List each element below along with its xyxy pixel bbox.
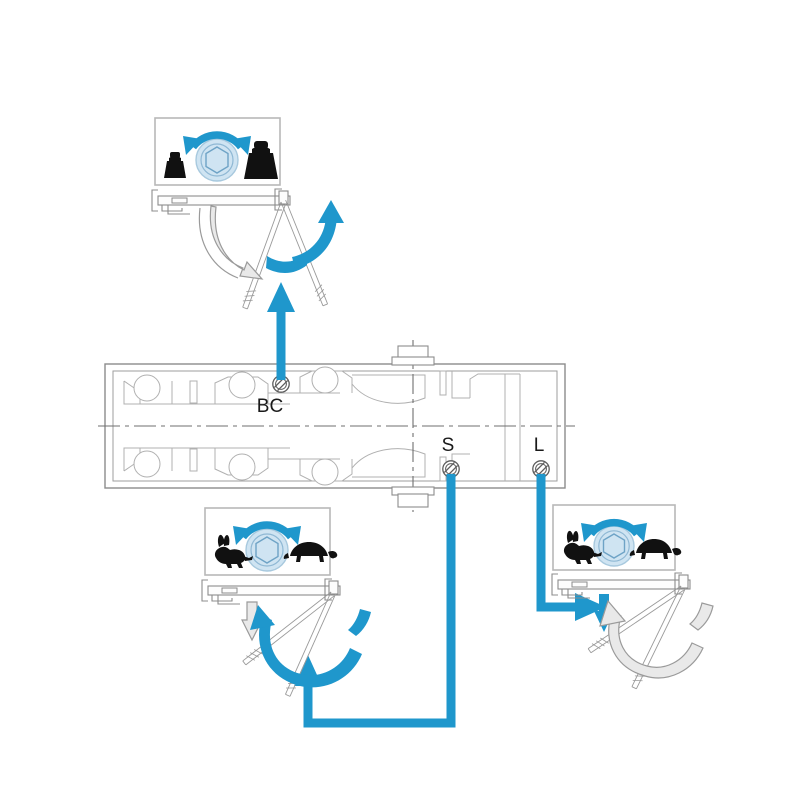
blue-closing-arc-arrow <box>250 605 362 688</box>
clockwise-double-arrow <box>233 521 301 545</box>
hex-screw-icon <box>245 528 289 572</box>
blue-arc-segment <box>348 609 371 636</box>
label-l: L <box>534 435 545 456</box>
panel-bottom-right[interactable] <box>551 504 714 691</box>
large-weight-icon <box>244 141 278 179</box>
rabbit-fast-icon <box>214 534 253 568</box>
connector-l <box>536 474 606 621</box>
hex-screw-icon <box>195 138 239 182</box>
clockwise-double-arrow <box>183 131 251 155</box>
small-weight-icon <box>164 152 186 178</box>
panel-top[interactable] <box>151 117 344 311</box>
top-mounting-spindle <box>391 345 435 366</box>
turtle-slow-icon <box>629 539 682 559</box>
hex-screw-icon <box>593 525 635 567</box>
blue-inner-swing-arrow <box>266 253 307 274</box>
grey-arc-segment <box>689 602 714 631</box>
body-internal-structure-lower <box>123 447 470 486</box>
grey-opening-arc-arrow <box>599 599 704 679</box>
turtle-slow-icon <box>283 542 338 562</box>
grey-swing-arrow <box>198 205 264 280</box>
bottom-mounting-spindle <box>391 486 435 508</box>
connector-bc <box>267 282 295 380</box>
rabbit-fast-icon <box>563 530 602 564</box>
blue-outer-swing-arrow <box>292 200 344 268</box>
door-closer-body: BC S L <box>98 340 575 512</box>
top-arm-assembly <box>151 188 330 311</box>
clockwise-double-arrow <box>581 518 647 542</box>
label-bc: BC <box>257 396 283 417</box>
label-s: S <box>442 435 455 456</box>
body-internal-structure <box>123 366 521 481</box>
panel-bottom-left[interactable] <box>201 507 371 698</box>
